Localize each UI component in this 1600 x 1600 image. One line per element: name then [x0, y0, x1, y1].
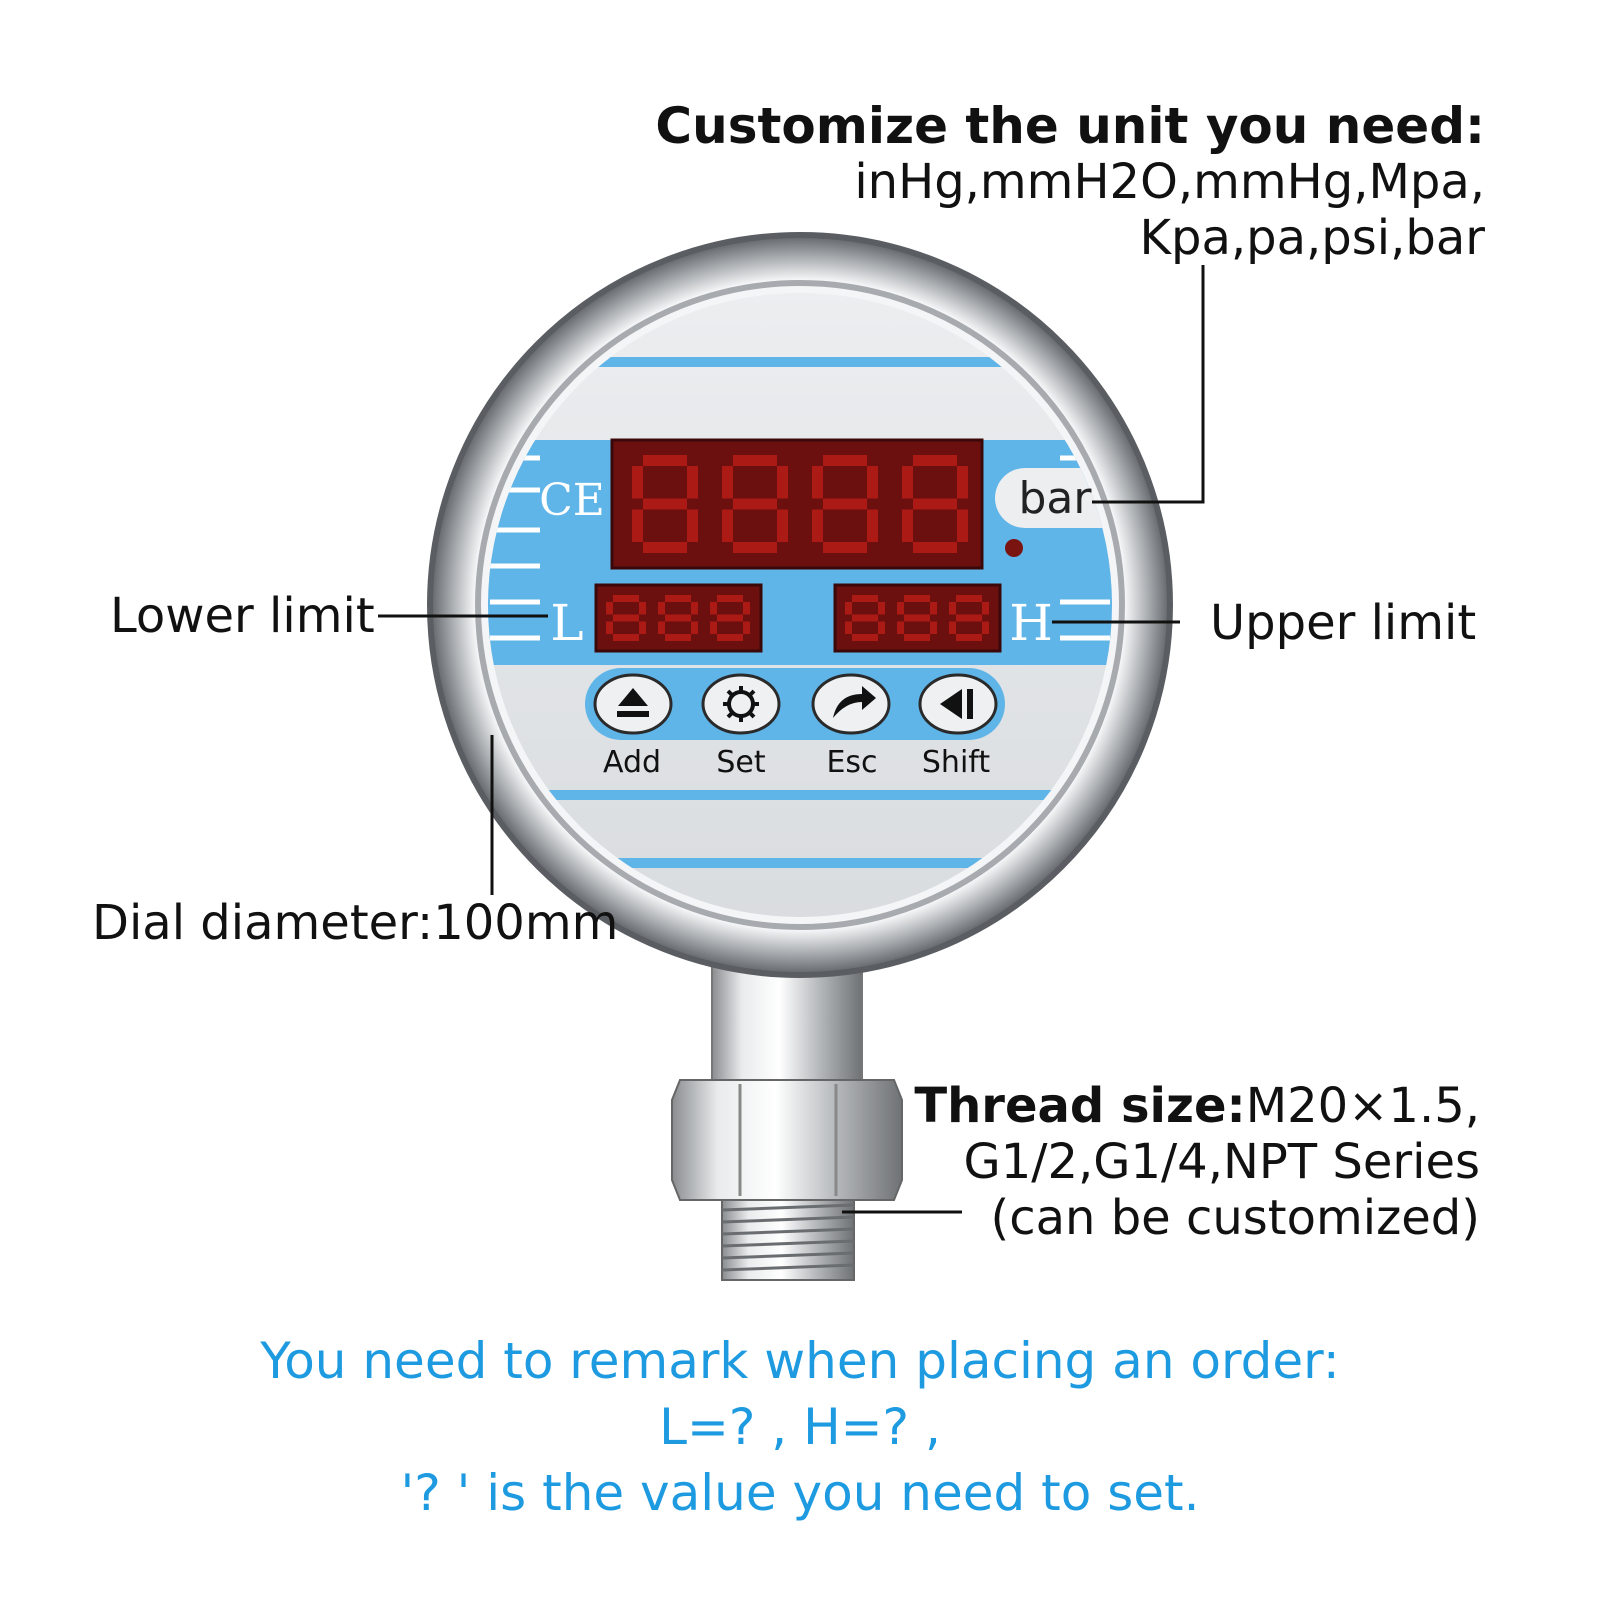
- add-button[interactable]: [593, 673, 673, 735]
- main-display-digits: [632, 455, 968, 553]
- upper-digit-1: [845, 595, 885, 641]
- esc-button-label: Esc: [826, 745, 877, 780]
- eject-icon: [617, 688, 649, 717]
- upper-display-digits: [845, 595, 989, 641]
- set-button-label: Set: [716, 745, 766, 780]
- thread-line-2: G1/2,G1/4,NPT Series: [963, 1134, 1480, 1190]
- unit-label: bar: [1019, 473, 1093, 524]
- unit-list-line-1: inHg,mmH2O,mmHg,Mpa,: [854, 154, 1485, 210]
- thread-line-3: (can be customized): [990, 1190, 1481, 1246]
- unit-callout: Customize the unit you need: inHg,mmH2O,…: [655, 98, 1485, 266]
- esc-button[interactable]: [811, 673, 891, 735]
- order-note-line-2: L=? , H=? ,: [659, 1398, 941, 1456]
- set-button[interactable]: [701, 673, 781, 735]
- unit-list-line-2: Kpa,pa,psi,bar: [1139, 210, 1485, 266]
- order-note: You need to remark when placing an order…: [0, 1328, 1600, 1526]
- thread-callout: Thread size:M20×1.5, G1/2,G1/4,NPT Serie…: [914, 1078, 1480, 1246]
- status-led: [1005, 539, 1023, 557]
- shift-left-icon: [940, 689, 973, 719]
- lower-letter: L: [550, 594, 583, 652]
- leader-lines: [378, 265, 1205, 1214]
- thread-title: Thread size:: [914, 1078, 1246, 1134]
- button-strip: [585, 668, 1005, 740]
- thread-title-value: M20×1.5,: [1245, 1078, 1480, 1134]
- lower-limit-label: Lower limit: [110, 588, 375, 644]
- lower-digit-3: [710, 595, 750, 641]
- main-digit-2: [722, 455, 788, 553]
- upper-digit-2: [897, 595, 937, 641]
- shift-button[interactable]: [918, 673, 998, 735]
- unit-heading: Customize the unit you need:: [655, 97, 1485, 155]
- lower-digit-2: [658, 595, 698, 641]
- shift-button-label: Shift: [922, 745, 990, 780]
- ce-mark: CE: [539, 475, 605, 526]
- lower-limit-display: [594, 583, 763, 653]
- upper-limit-display: [833, 583, 1002, 653]
- main-digit-1: [632, 455, 698, 553]
- main-digit-4: [902, 455, 968, 553]
- unit-leader-line: [1092, 265, 1205, 504]
- return-arrow-icon: [833, 686, 876, 718]
- add-button-label: Add: [603, 745, 661, 780]
- lower-digit-1: [606, 595, 646, 641]
- gear-icon: [723, 686, 759, 722]
- upper-letter: H: [1009, 594, 1053, 652]
- upper-digit-3: [949, 595, 989, 641]
- main-digit-3: [812, 455, 878, 553]
- thread-line-1: Thread size:M20×1.5,: [914, 1078, 1480, 1134]
- order-note-line-3: '? ' is the value you need to set.: [400, 1464, 1200, 1522]
- dial-diameter-label: Dial diameter:100mm: [92, 895, 619, 951]
- lower-display-digits: [606, 595, 750, 641]
- upper-limit-label: Upper limit: [1210, 595, 1477, 651]
- main-led-display: [610, 438, 984, 570]
- order-note-line-1: You need to remark when placing an order…: [260, 1332, 1340, 1390]
